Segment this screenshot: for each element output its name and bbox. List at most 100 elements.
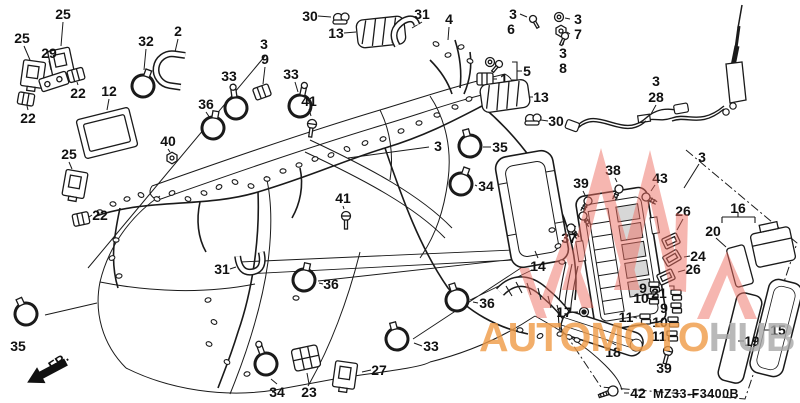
part-clampB: [287, 81, 313, 119]
leader-line: [318, 282, 324, 285]
part-clip3: [666, 330, 679, 342]
part-clamp: [457, 128, 483, 159]
callout-9: 9: [261, 51, 269, 67]
callout-5: 5: [523, 63, 531, 79]
leader-line: [534, 250, 539, 259]
callout-36: 36: [198, 96, 214, 112]
callout-42: 42: [630, 385, 646, 401]
part-clip3: [670, 289, 683, 301]
connector-dot: [397, 128, 405, 134]
callout-41: 41: [301, 93, 317, 109]
callout-20: 20: [705, 223, 721, 239]
leader-line: [614, 177, 618, 183]
callout-3: 3: [698, 149, 706, 165]
connector-dot: [465, 96, 473, 102]
watermark-triangle: [697, 251, 757, 319]
connector-dot: [115, 273, 123, 279]
leader-line: [472, 301, 479, 304]
part-nut: [166, 151, 178, 165]
callout-11: 11: [652, 328, 667, 344]
connector-dot: [184, 196, 192, 202]
assembly-boundary: [562, 149, 798, 400]
connector-dot: [457, 44, 465, 50]
callout-29: 29: [41, 45, 57, 61]
callout-13: 13: [328, 25, 344, 41]
leader-line: [167, 148, 171, 153]
callout-34: 34: [269, 384, 285, 400]
callout-2: 2: [174, 23, 182, 39]
watermark: [519, 148, 757, 319]
part-washer: [553, 11, 565, 23]
callout-8: 8: [559, 60, 567, 76]
leader-line: [143, 48, 147, 71]
leader-line: [347, 146, 430, 159]
callout-9: 9: [660, 300, 668, 316]
callout-36: 36: [479, 295, 495, 311]
callout-1: 1: [500, 71, 508, 87]
part-cover: [479, 79, 531, 113]
callout-22: 22: [20, 110, 36, 126]
connector-dot: [361, 140, 369, 146]
bracket-duct: [560, 311, 644, 357]
callout-40: 40: [160, 133, 176, 149]
part-clip: [332, 12, 350, 25]
connector-dot: [327, 152, 335, 158]
callout-22: 22: [92, 207, 108, 223]
callout-26: 26: [685, 261, 701, 277]
callout-3: 3: [574, 11, 582, 27]
watermark-triangle: [562, 148, 640, 290]
part-clamp: [130, 68, 156, 99]
connector-dot: [466, 58, 474, 64]
watermark-triangle: [538, 232, 594, 308]
part-clampB: [223, 83, 249, 121]
part-washer: [484, 56, 496, 68]
part-clamp: [384, 321, 410, 352]
leader-line: [174, 38, 179, 53]
leader-line: [342, 205, 345, 210]
part-bolt: [340, 210, 352, 230]
connector-dot: [433, 112, 441, 118]
leader-line: [413, 342, 423, 347]
leader-line: [632, 316, 638, 319]
callout-13: 13: [533, 89, 549, 105]
leader-line: [270, 378, 278, 385]
callout-31: 31: [214, 261, 230, 277]
callout-3: 3: [509, 6, 517, 22]
callout-9: 9: [639, 280, 647, 296]
part-conn: [476, 72, 494, 86]
connector-dot: [556, 331, 564, 337]
part-clamp: [448, 166, 474, 197]
leader-line: [582, 190, 586, 196]
part-boltS: [558, 31, 570, 47]
part-relayB: [749, 220, 797, 268]
connector-dot: [565, 334, 573, 340]
part-bracket29: [38, 70, 70, 93]
callout-35: 35: [492, 139, 508, 155]
part-clip3: [647, 293, 660, 305]
leader-line: [715, 237, 727, 248]
leader-line: [447, 26, 450, 41]
callout-36: 36: [323, 276, 339, 292]
callout-3: 3: [652, 73, 660, 89]
watermark-triangle: [614, 150, 684, 290]
callout-25: 25: [14, 30, 30, 46]
leader-line: [88, 214, 93, 218]
connector-dot: [247, 183, 255, 189]
connector-dot: [168, 190, 176, 196]
connector-dot: [215, 184, 223, 190]
leader-line: [361, 369, 372, 373]
part-ecu: [75, 107, 139, 159]
part-cbracket: [152, 50, 186, 91]
watermark-slash: [519, 268, 547, 318]
leader-line: [308, 108, 312, 117]
callout-27: 27: [371, 362, 387, 378]
connector-dot: [112, 237, 120, 243]
diagram-code: MZ33-F3400B: [653, 387, 739, 401]
part-clampB: [253, 340, 279, 377]
part-relay: [61, 168, 89, 203]
callout-3: 3: [559, 45, 567, 61]
leader-line: [306, 372, 310, 385]
watermark-text: AUTOMOTOHUB: [479, 314, 794, 360]
callout-4: 4: [445, 11, 453, 27]
